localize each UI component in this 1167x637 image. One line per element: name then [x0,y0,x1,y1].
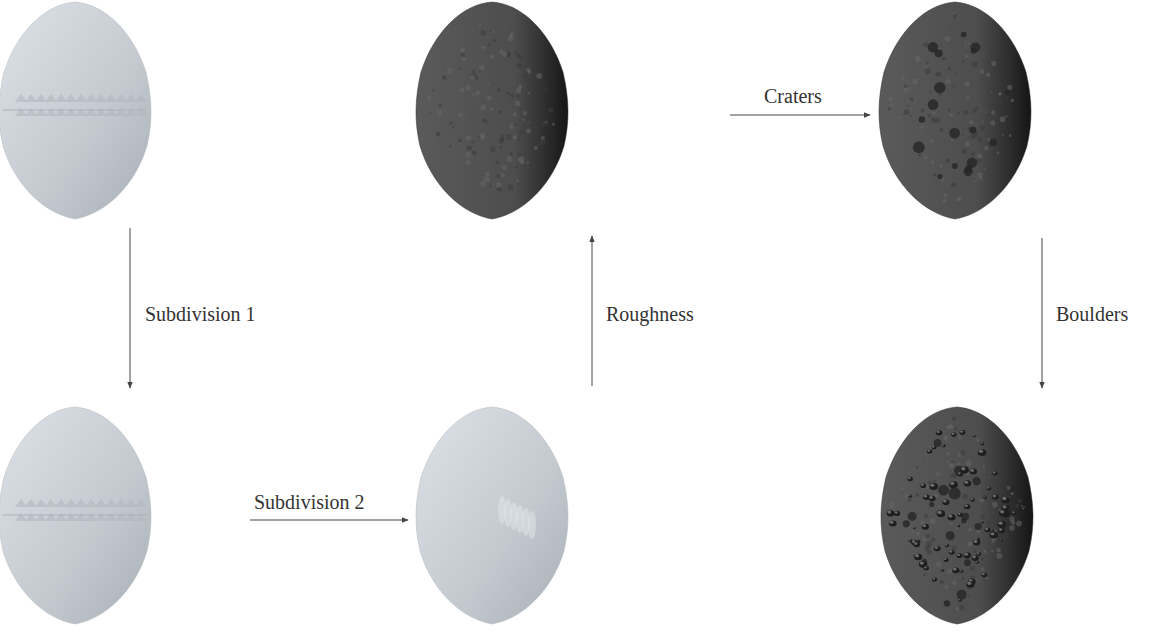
step-label: Subdivision 1 [145,302,256,326]
asteroid-model [0,2,151,219]
arrow [250,520,408,521]
arrow [130,228,131,388]
step-label: Subdivision 2 [254,490,365,514]
asteroid-model [879,2,1031,219]
step-label: Boulders [1056,302,1128,326]
asteroid-model [416,2,568,219]
step-label: Craters [764,84,822,108]
arrow [730,115,870,116]
asteroid-model [416,407,568,624]
arrow [1042,238,1043,388]
asteroid-model [881,407,1033,624]
arrow [592,236,593,386]
asteroid-model [0,407,151,624]
step-label: Roughness [606,302,694,326]
